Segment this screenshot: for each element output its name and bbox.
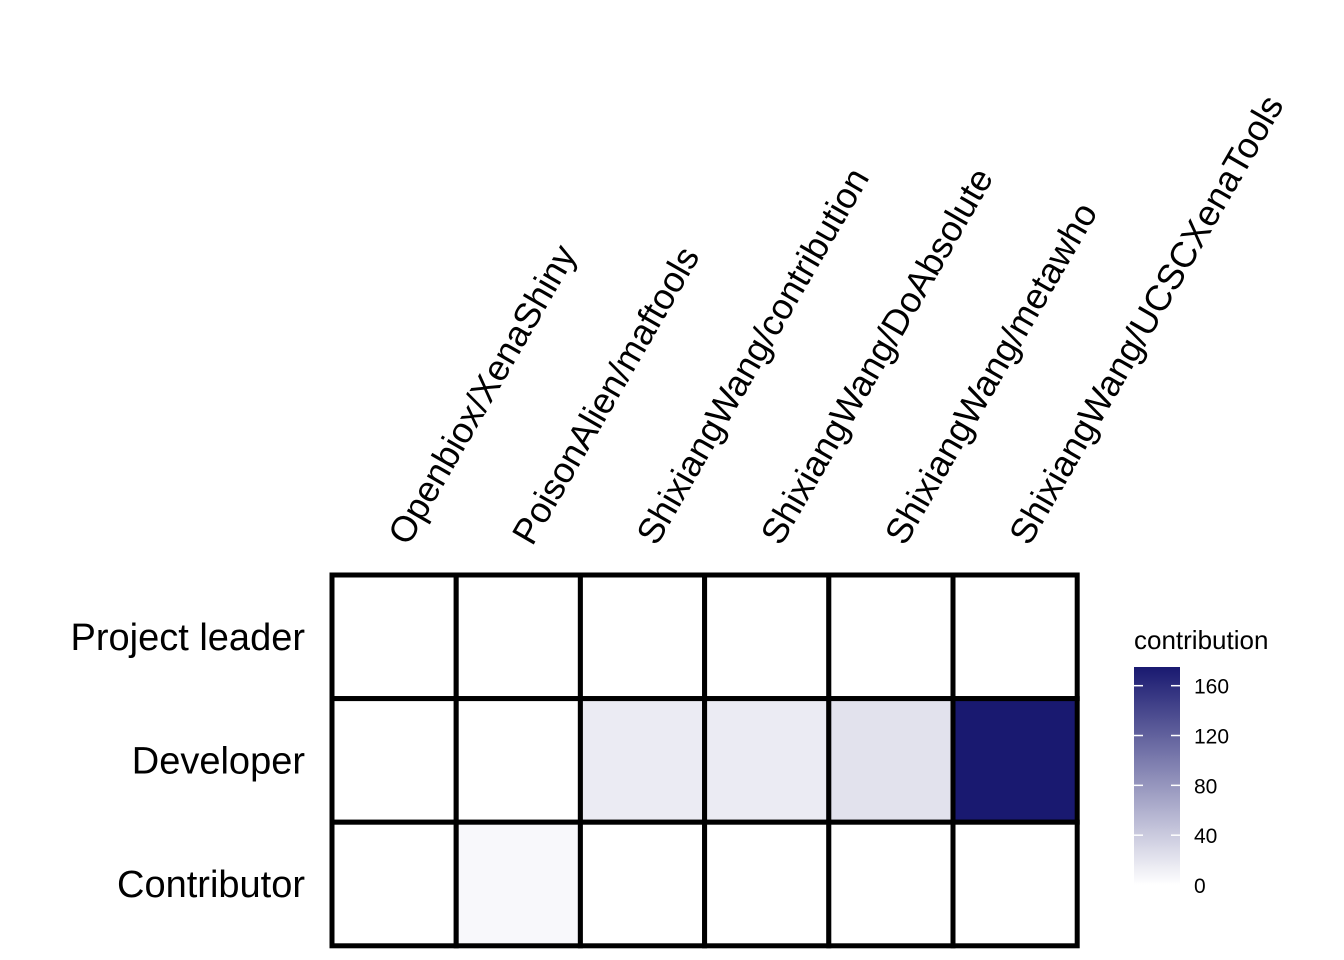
y-axis-label: Project leader — [71, 617, 306, 659]
heatmap-cell — [702, 696, 832, 825]
legend-tick-label: 0 — [1194, 875, 1206, 898]
heatmap-cell — [702, 819, 832, 949]
heatmap-cell — [950, 696, 1080, 825]
heatmap-cell — [453, 696, 583, 825]
heatmap-cell — [826, 572, 956, 702]
heatmap-cell — [826, 819, 956, 949]
heatmap-cell — [950, 572, 1080, 702]
heatmap-cell — [329, 572, 459, 702]
heatmap-cell — [577, 572, 708, 702]
y-axis-label: Developer — [132, 740, 306, 782]
legend-tick-label: 40 — [1194, 825, 1217, 848]
legend-tick-label: 160 — [1194, 676, 1229, 699]
legend-title: contribution — [1134, 625, 1268, 655]
color-legend: contribution 0 40 80 120 160 — [1134, 625, 1268, 898]
x-axis-labels: Openbiox/XenaShinyPoisonAlien/maftoolsSh… — [380, 88, 1292, 551]
legend-ticks: 0 40 80 120 160 — [1134, 676, 1229, 898]
heatmap-cell — [950, 819, 1080, 949]
heatmap-cell — [702, 572, 832, 702]
heatmap-cell — [329, 819, 459, 949]
y-axis-label: Contributor — [117, 864, 305, 906]
legend-tick-label: 80 — [1194, 775, 1217, 798]
legend-color-bar — [1134, 667, 1180, 885]
heatmap-cell — [453, 572, 583, 702]
heatmap-cell — [453, 819, 583, 949]
heatmap-cells — [329, 572, 1080, 949]
heatmap-cell — [329, 696, 459, 825]
heatmap-cell — [826, 696, 956, 825]
x-axis-label: ShixiangWang/DoAbsolute — [752, 161, 1001, 551]
legend-tick-label: 120 — [1194, 726, 1229, 749]
heatmap-cell — [577, 696, 708, 825]
heatmap-cell — [577, 819, 708, 949]
x-axis-label: ShixiangWang/metawho — [876, 195, 1105, 551]
x-axis-label: ShixiangWang/contribution — [628, 161, 877, 551]
